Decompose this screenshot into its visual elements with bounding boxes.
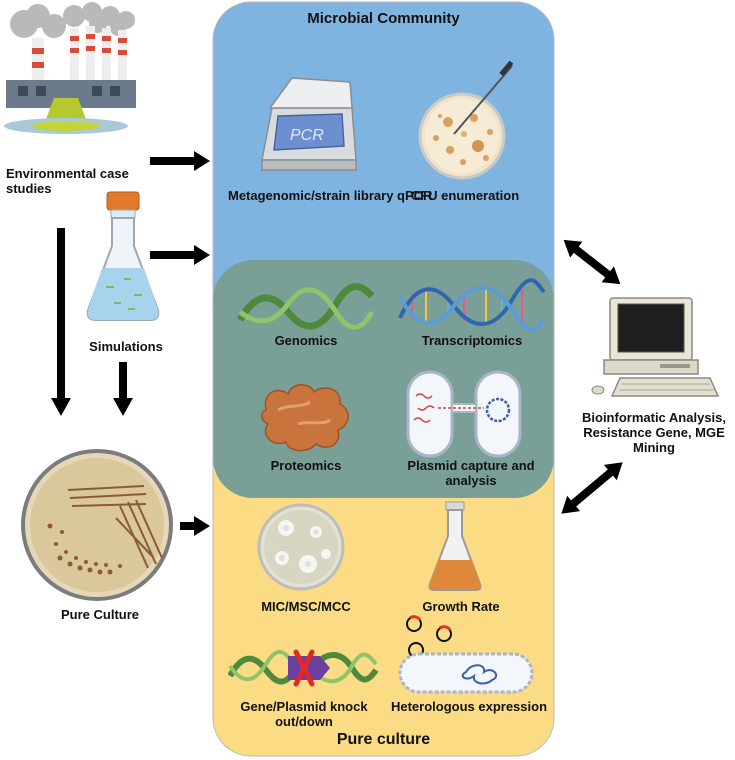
plasmid-uptake-icon	[398, 615, 534, 694]
arrow-pure-culture-to-panel	[180, 516, 210, 536]
arrow-pureculture-computer	[561, 462, 623, 514]
simulations-label: Simulations	[89, 339, 163, 354]
knockout-label: Gene/Plasmid knock out/down	[240, 699, 368, 729]
growth-rate-label: Growth Rate	[422, 599, 500, 614]
pcr-label: Metagenomic/strain library qPCR	[228, 188, 433, 203]
desktop-computer-icon	[591, 297, 720, 397]
arrow-simulations-to-community	[150, 245, 210, 265]
flask-simulation-icon	[86, 191, 160, 321]
arrow-community-computer	[563, 239, 621, 285]
top-panel-title: Microbial Community	[307, 10, 460, 27]
factory-pollution-icon	[4, 2, 136, 134]
gene-knockout-icon	[228, 649, 378, 687]
pcr-machine-icon: PCR	[261, 77, 357, 171]
culture-flask-icon	[428, 501, 482, 591]
streak-plate-icon	[21, 449, 173, 601]
zone-of-inhibition-plate-icon	[257, 503, 345, 591]
arrow-environment-to-community	[150, 151, 210, 171]
dna-strand-icon	[236, 283, 375, 330]
genomics-label: Genomics	[274, 333, 338, 348]
bottom-panel-title: Pure culture	[336, 731, 431, 748]
proteomics-label: Proteomics	[270, 458, 342, 473]
plasmid-capture-label: Plasmid capture and analysis	[407, 458, 535, 488]
protein-icon	[261, 384, 349, 452]
petri-dish-colonies-icon	[418, 60, 514, 180]
mic-label: MIC/MSC/MCC	[261, 599, 351, 614]
bioinformatic-label: Bioinformatic Analysis, Resistance Gene,…	[582, 410, 726, 455]
pure-culture-label: Pure Culture	[60, 607, 139, 622]
environmental-label: Environmental case studies	[6, 166, 129, 196]
transcriptomics-label: Transcriptomics	[421, 333, 523, 348]
cfu-label: CFU enumeration	[410, 188, 520, 203]
heterologous-label: Heterologous expression	[390, 699, 548, 714]
svg-text:PCR: PCR	[290, 127, 324, 144]
plasmid-transfer-icon	[406, 370, 522, 458]
arrow-environment-to-pure-culture	[51, 228, 71, 416]
double-helix-icon	[398, 278, 546, 332]
arrow-simulations-to-pure-culture	[113, 362, 133, 416]
